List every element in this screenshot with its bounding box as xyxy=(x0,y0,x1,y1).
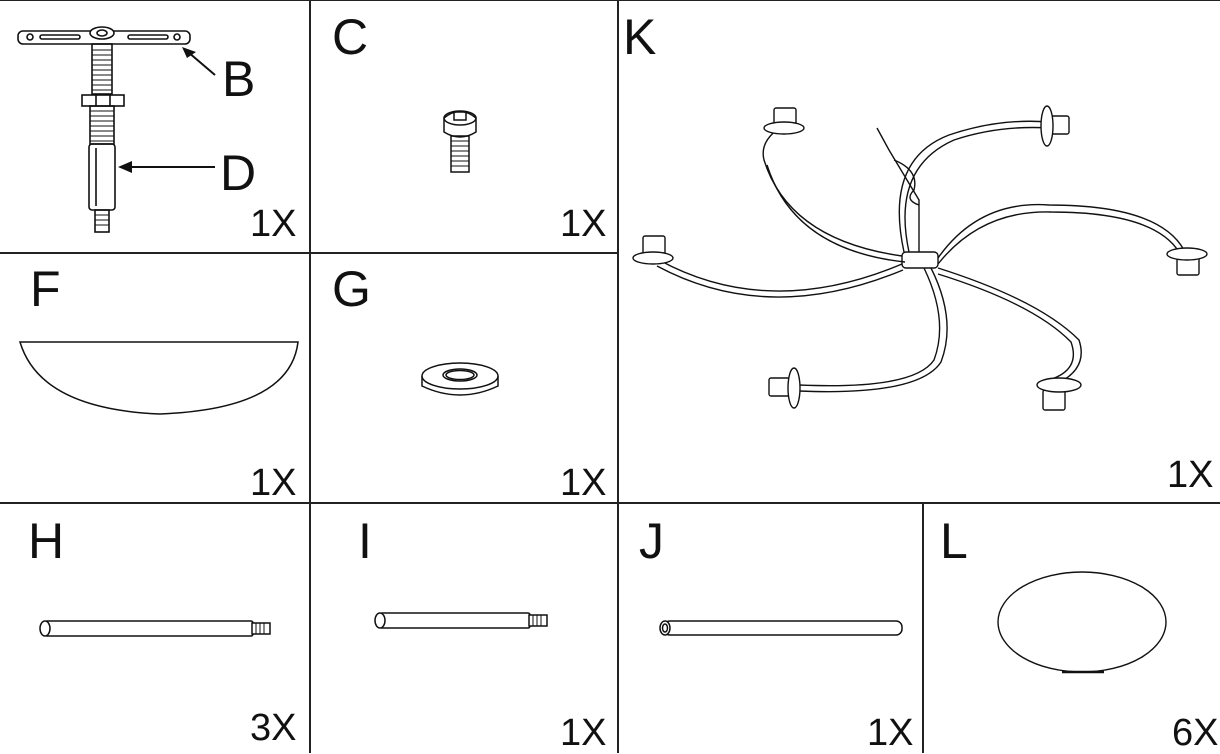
screw-icon xyxy=(443,110,477,173)
lock-ring-icon xyxy=(421,362,499,396)
callout-label-b: B xyxy=(222,51,256,107)
part-cell-h: H 3X xyxy=(0,504,309,753)
part-cell-bracket: B D 1X xyxy=(0,0,309,252)
part-letter: K xyxy=(623,9,657,65)
quantity-label: 1X xyxy=(560,203,607,245)
quantity-label: 1X xyxy=(560,712,607,754)
short-threaded-rod-icon xyxy=(374,612,548,629)
part-cell-i: I 1X xyxy=(310,504,617,753)
part-cell-c: C 1X xyxy=(310,0,617,252)
part-letter: J xyxy=(639,513,664,569)
part-cell-f: F 1X xyxy=(0,254,309,502)
grid-vline-2 xyxy=(617,0,619,753)
quantity-label: 1X xyxy=(250,203,297,245)
grid-hline-2 xyxy=(0,502,1220,504)
long-rod-icon xyxy=(659,620,903,636)
quantity-label: 1X xyxy=(250,462,297,504)
mounting-bracket-and-nipple-icon xyxy=(17,26,216,233)
threaded-rod-icon xyxy=(39,620,271,637)
quantity-label: 6X xyxy=(1172,712,1219,754)
part-letter: C xyxy=(332,9,369,65)
quantity-label: 1X xyxy=(1167,454,1214,496)
part-cell-l: L 6X xyxy=(924,504,1220,753)
glass-globe-icon xyxy=(997,571,1167,674)
grid-top xyxy=(0,0,1220,1)
part-cell-j: J 1X xyxy=(619,504,922,753)
part-letter: L xyxy=(940,513,968,569)
part-letter: I xyxy=(358,513,372,569)
part-letter: F xyxy=(30,261,61,317)
grid-hline-1 xyxy=(0,252,618,254)
grid-vline-3 xyxy=(922,502,924,753)
bowl-canopy-icon xyxy=(18,341,299,415)
part-cell-g: G 1X xyxy=(310,254,617,502)
part-letter: H xyxy=(28,513,65,569)
quantity-label: 1X xyxy=(867,712,914,754)
part-letter: G xyxy=(332,261,371,317)
callout-label-d: D xyxy=(220,145,257,201)
quantity-label: 1X xyxy=(560,462,607,504)
six-arm-fixture-body-icon xyxy=(632,105,1208,411)
grid-vline-1 xyxy=(309,0,311,753)
part-cell-k: K xyxy=(619,0,1220,502)
quantity-label: 3X xyxy=(250,707,297,749)
